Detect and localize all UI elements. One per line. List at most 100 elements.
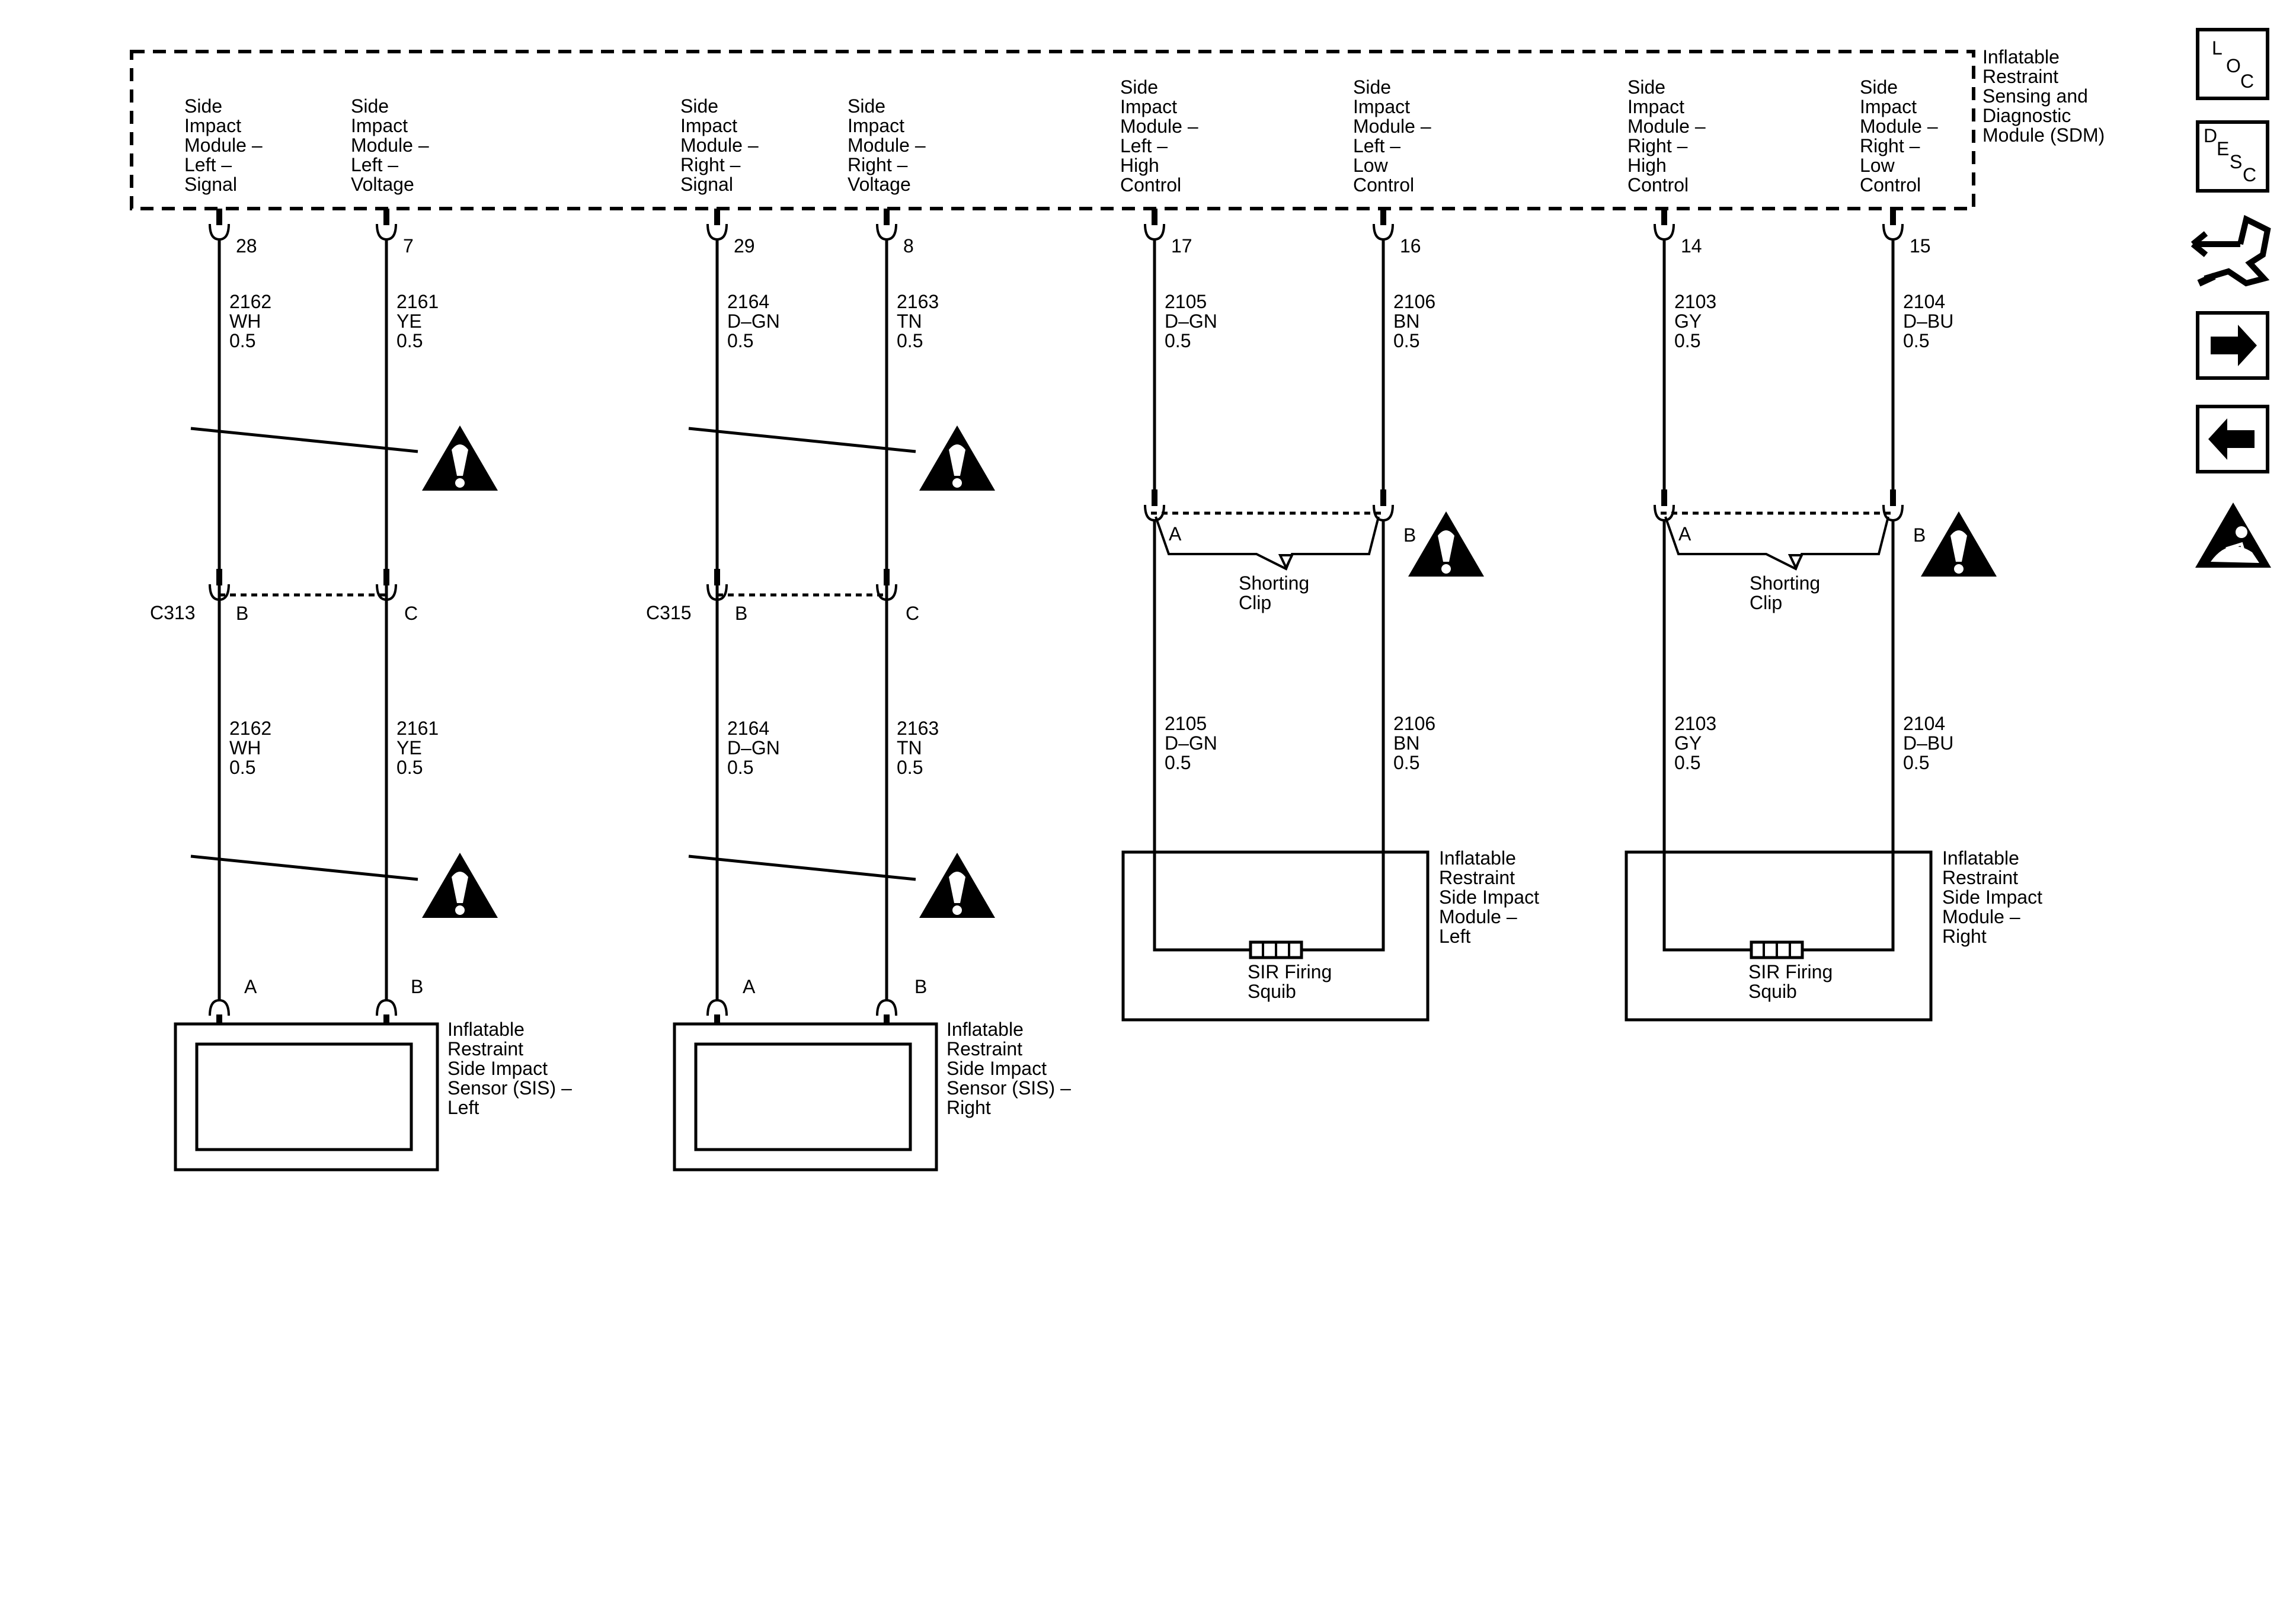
label-line: Sensor (SIS) – xyxy=(447,1077,572,1099)
side-impact-module-left xyxy=(1121,850,1430,1022)
side-impact-sensor-right-inner xyxy=(694,1042,912,1151)
label-line: Left – xyxy=(1353,135,1400,156)
label-line: 0.5 xyxy=(1903,330,1929,351)
c315-pin-c-label: C xyxy=(906,603,919,624)
label-line: 0.5 xyxy=(396,330,423,351)
loc-icon[interactable]: L O C xyxy=(2196,28,2269,100)
label-line: WH xyxy=(229,311,261,332)
label-line: D–GN xyxy=(1165,311,1217,332)
pin-number-label: 16 xyxy=(1400,235,1421,257)
label-line: Diagnostic xyxy=(1982,105,2071,126)
label-line: Impact xyxy=(1353,96,1410,117)
label-line: Module – xyxy=(848,135,926,156)
label-line: Module – xyxy=(680,135,759,156)
c315-label: C315 xyxy=(646,602,692,623)
label-line: Restraint xyxy=(1942,867,2018,888)
label-line: Sensor (SIS) – xyxy=(946,1077,1071,1099)
label-line: Right – xyxy=(1860,135,1920,156)
label-line: Module – xyxy=(1439,906,1517,927)
svg-text:C: C xyxy=(2240,71,2254,92)
label-line: 0.5 xyxy=(229,757,255,778)
caution-icon xyxy=(422,853,498,918)
c313-label: C313 xyxy=(150,602,196,623)
label-line: High xyxy=(1627,155,1667,176)
label-line: Inflatable xyxy=(1982,46,2060,68)
caution-icon xyxy=(1921,511,1997,577)
label-line: Sensing and xyxy=(1982,85,2088,107)
label-line: 2163 xyxy=(897,718,939,739)
label-line: Clip xyxy=(1750,592,1782,613)
label-line: SIR Firing xyxy=(1248,961,1332,982)
terminal-icon xyxy=(876,998,897,1016)
label-line: Module – xyxy=(1860,116,1938,137)
label-line: 0.5 xyxy=(727,330,753,351)
label-line: 2161 xyxy=(396,718,439,739)
label-line: 2103 xyxy=(1674,291,1716,312)
terminal-icon xyxy=(376,223,397,241)
label-line: Clip xyxy=(1239,592,1271,613)
label-line: Module (SDM) xyxy=(1982,124,2105,146)
label-line: Restraint xyxy=(1982,66,2058,87)
label-line: 0.5 xyxy=(727,757,753,778)
previous-arrow-icon[interactable] xyxy=(2196,405,2269,473)
svg-text:D: D xyxy=(2204,125,2217,146)
caution-icon xyxy=(1408,511,1484,577)
label-line: Module – xyxy=(1942,906,2020,927)
label-line: Low xyxy=(1860,155,1895,176)
label-line: Impact xyxy=(680,115,737,136)
label-line: 2162 xyxy=(229,291,271,312)
label-line: Side Impact xyxy=(946,1058,1047,1079)
label-line: 2161 xyxy=(396,291,439,312)
label-line: 2162 xyxy=(229,718,271,739)
side-impact-module-right xyxy=(1625,850,1933,1022)
terminal-icon xyxy=(1882,223,1904,241)
label-line: BN xyxy=(1393,732,1419,754)
c315-pin-b-label: B xyxy=(735,603,747,624)
terminal-icon xyxy=(706,584,728,601)
shorting-right-pin-a-label: A xyxy=(1678,523,1691,545)
terminal-icon xyxy=(376,584,397,601)
twisted-pair-marker xyxy=(688,427,916,453)
label-line: Impact xyxy=(1627,96,1684,117)
label-line: 0.5 xyxy=(1903,752,1929,773)
next-arrow-icon[interactable] xyxy=(2196,311,2269,380)
label-line: 2163 xyxy=(897,291,939,312)
label-line: 0.5 xyxy=(1674,752,1700,773)
label-line: Left – xyxy=(351,154,398,175)
label-line: TN xyxy=(897,737,922,758)
label-line: WH xyxy=(229,737,261,758)
terminal-icon xyxy=(706,223,728,241)
label-line: 2164 xyxy=(727,291,769,312)
pin-number-label: 7 xyxy=(403,235,414,257)
label-line: 2104 xyxy=(1903,291,1945,312)
label-line: Impact xyxy=(1120,96,1177,117)
label-line: Left xyxy=(447,1097,479,1118)
label-line: D–GN xyxy=(727,737,780,758)
shorting-right-pin-b-label: B xyxy=(1913,524,1926,546)
label-line: 2105 xyxy=(1165,291,1207,312)
terminal-icon xyxy=(209,998,230,1016)
label-line: Module – xyxy=(1353,116,1431,137)
svg-text:S: S xyxy=(2230,151,2242,172)
label-line: Control xyxy=(1860,174,1921,196)
sensor-left-pin-b-label: B xyxy=(411,976,423,997)
desc-icon[interactable]: D E S C xyxy=(2196,120,2269,193)
label-line: Side xyxy=(184,95,222,117)
label-line: Inflatable xyxy=(447,1019,525,1040)
label-line: Inflatable xyxy=(1942,847,2019,869)
c313-pin-c-label: C xyxy=(404,603,418,624)
twisted-pair-marker xyxy=(688,854,916,881)
label-line: Side xyxy=(351,95,389,117)
harness-icon[interactable] xyxy=(2191,215,2271,287)
